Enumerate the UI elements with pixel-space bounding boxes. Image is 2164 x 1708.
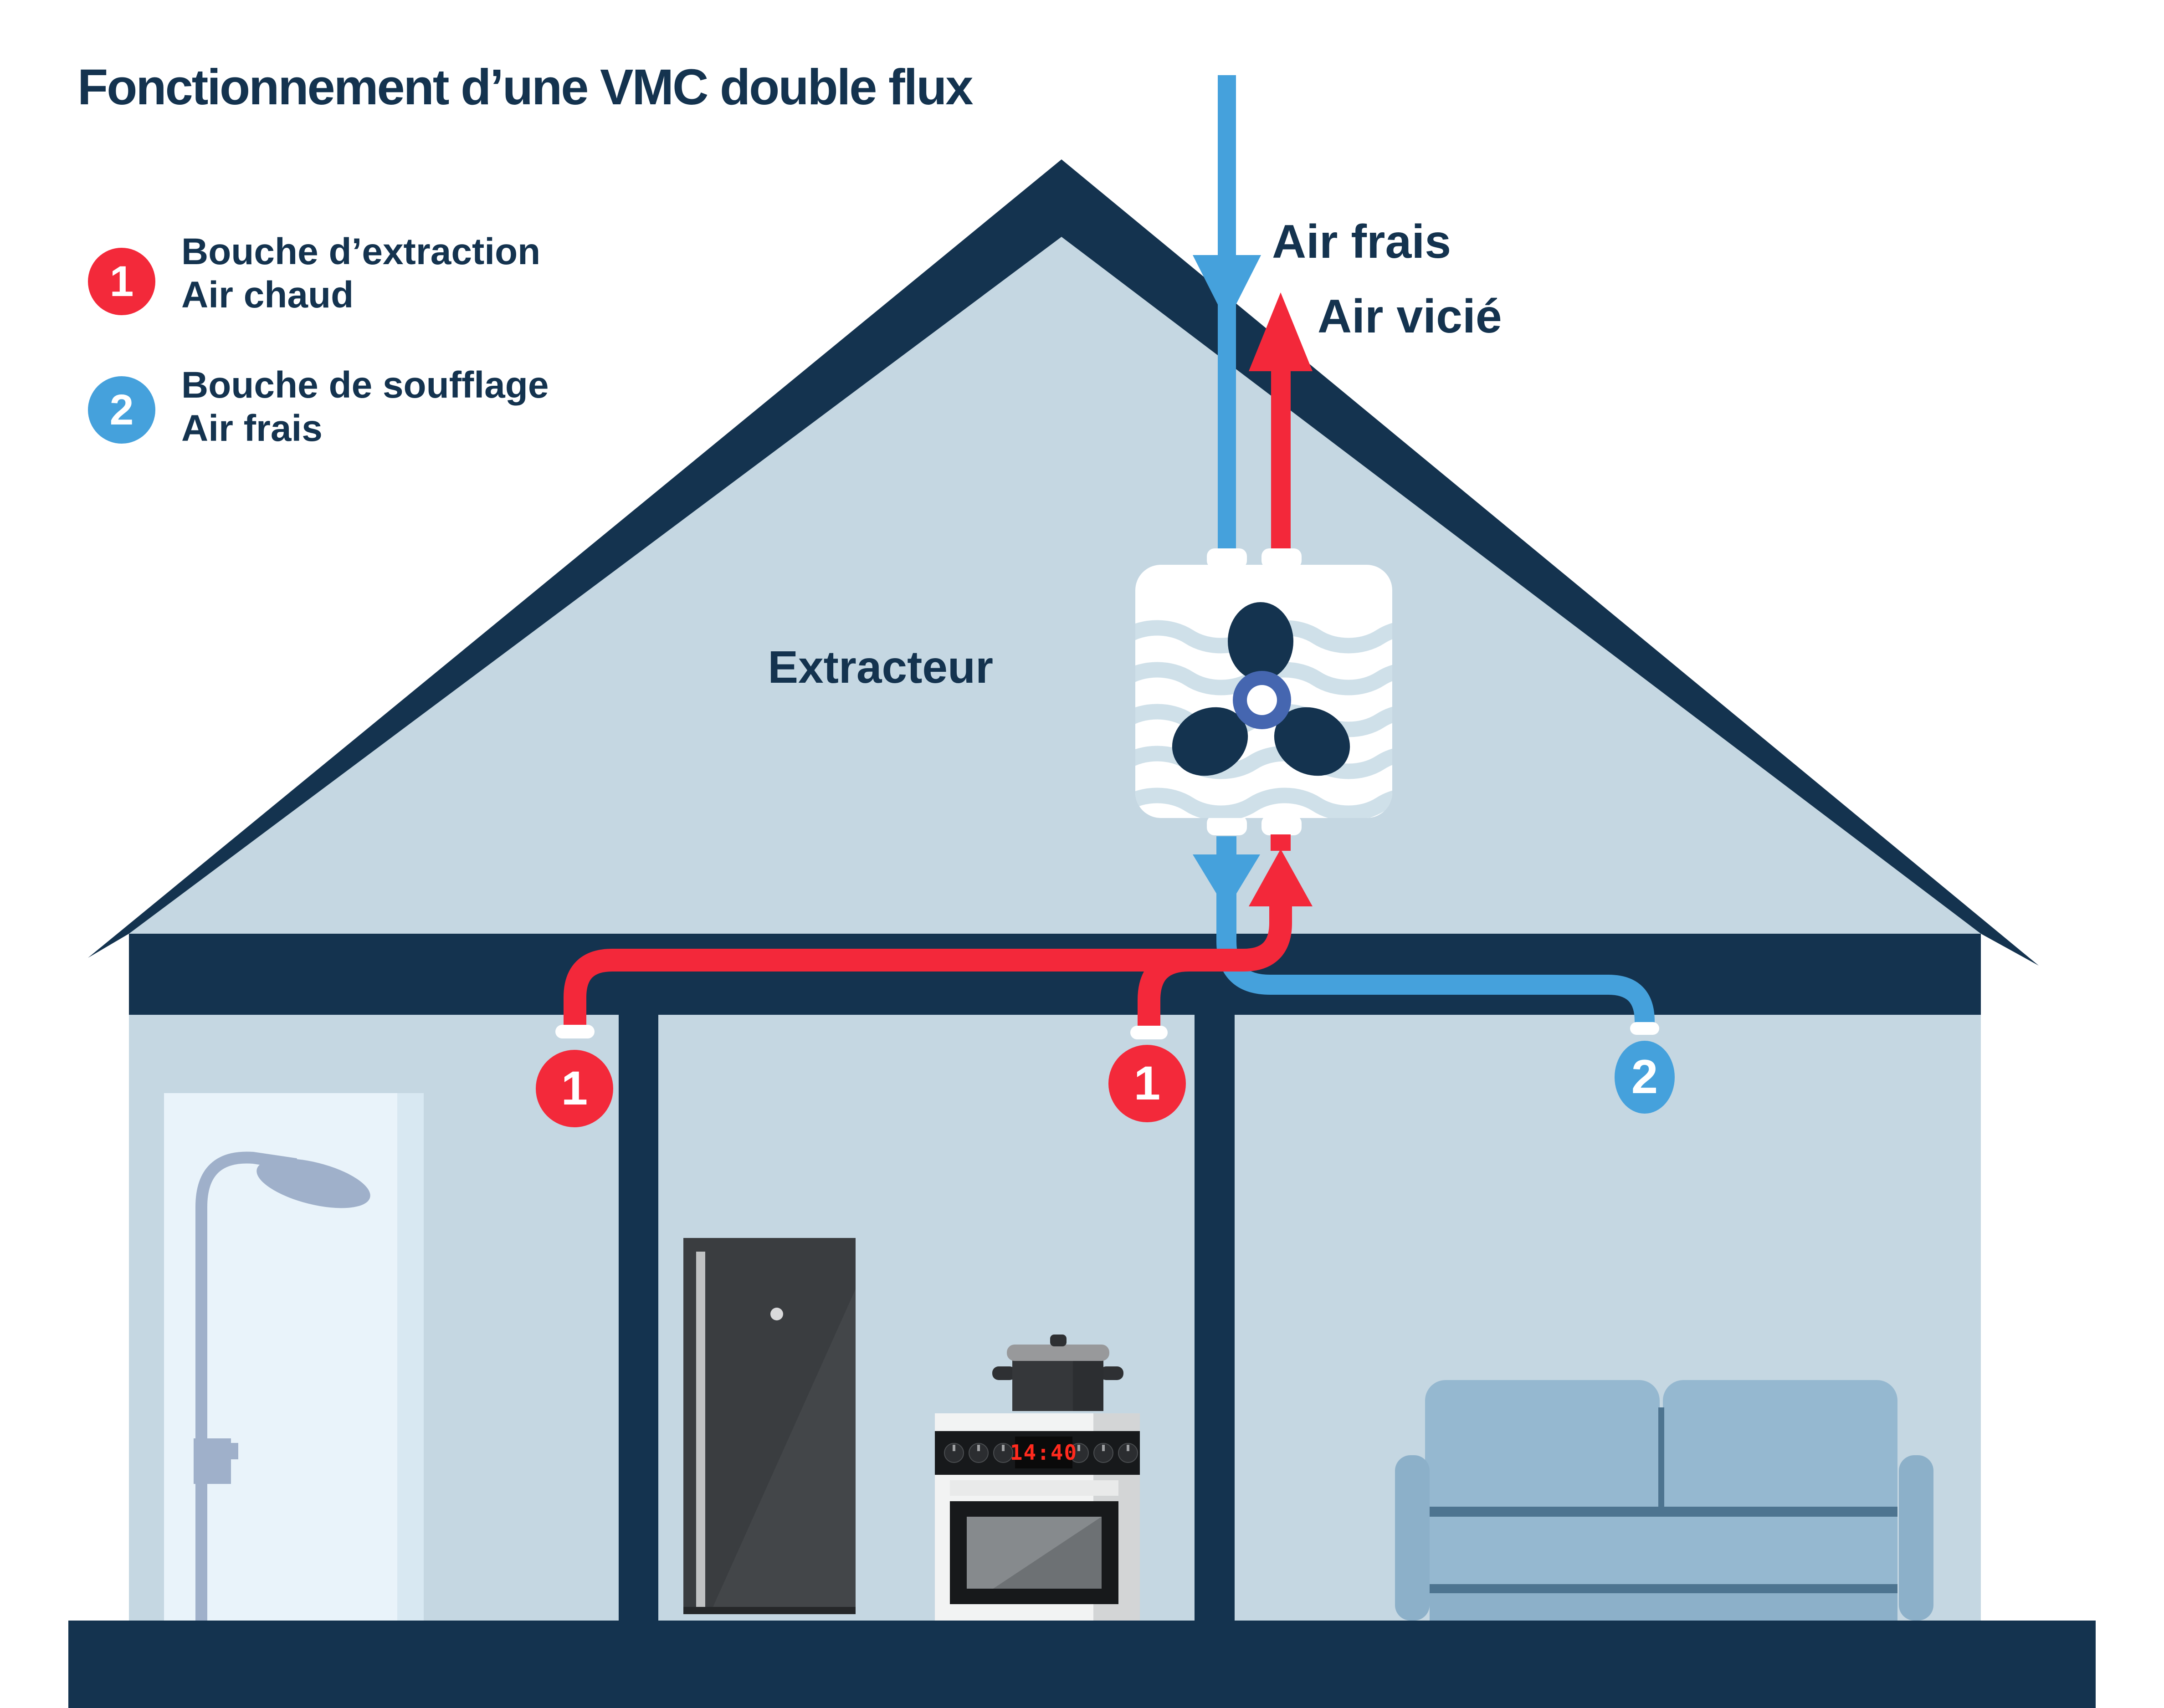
arrow-down-icon [1193,255,1261,322]
shower [164,1093,424,1621]
gable-interior [129,237,1981,934]
floor [68,1621,2096,1708]
stove-knob-pointers [953,1445,1129,1451]
marker-number: 1 [561,1062,588,1115]
fresh-air-head-icon [1193,854,1260,910]
sofa [1395,1380,1933,1621]
label-extracteur: Extracteur [768,642,993,693]
vent-cap-living [1630,1022,1659,1035]
pot-icon [992,1335,1123,1411]
shower-head-icon [256,1158,370,1208]
duct-network [555,834,1659,1039]
warm-air-branch [1138,949,1190,1032]
marker-number: 2 [1631,1050,1658,1104]
arrow-up-icon [1249,292,1313,371]
legend-marker-extraction: 1 [88,248,155,315]
stove-clock-display: 14:40 [1010,1437,1077,1468]
fan-icon [1172,602,1350,776]
warm-air-duct [564,905,1292,1033]
fresh-air-arrow [1193,75,1261,556]
wall-bathroom-kitchen [619,1015,658,1621]
shower-control [194,1438,231,1484]
stove [935,1335,1140,1621]
legend-label-soufflage-line2: Air frais [181,408,323,449]
extractor-unit [1135,548,1392,835]
legend-number-1: 1 [109,257,134,306]
legend-label-extraction-line2: Air chaud [181,274,354,316]
wall-kitchen-living [1195,1015,1235,1621]
label-air-frais: Air frais [1272,215,1451,268]
legend-label-soufflage-line1: Bouche de soufflage [181,364,549,406]
legend-marker-soufflage: 2 [88,376,155,444]
vent-cap-kitchen [1130,1026,1168,1039]
stale-air-arrow [1249,292,1313,556]
legend-label-extraction-line1: Bouche d’extraction [181,231,541,272]
marker-soufflage-living: 2 [1615,1041,1675,1114]
stove-knobs [944,1443,1138,1463]
warm-air-head-icon [1249,849,1313,906]
marker-number: 1 [1133,1057,1161,1110]
page-title: Fonctionnement d’une VMC double flux [77,59,974,115]
fridge [683,1238,856,1614]
marker-extraction-kitchen: 1 [1108,1045,1186,1122]
legend-number-2: 2 [109,385,134,434]
vent-cap-bathroom [555,1025,595,1038]
label-air-vicie: Air vicié [1318,290,1502,343]
ceiling-beam [129,934,1981,1015]
oven-handle [950,1480,1118,1496]
marker-extraction-bathroom: 1 [536,1050,613,1127]
